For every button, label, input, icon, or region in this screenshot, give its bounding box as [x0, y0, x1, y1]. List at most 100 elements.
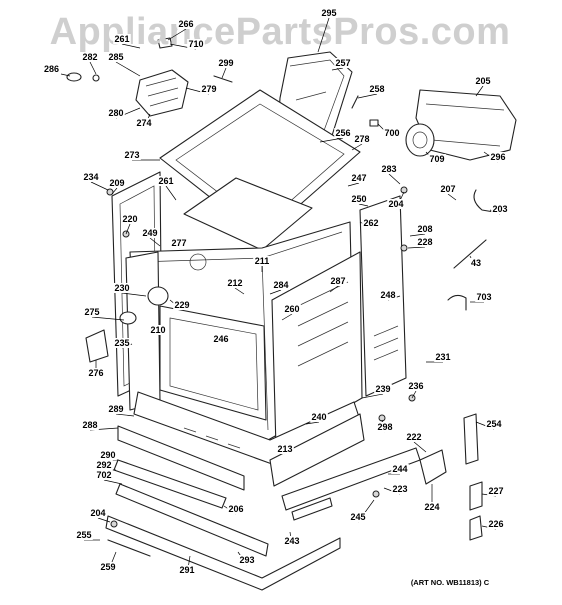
- label-background: [391, 464, 409, 474]
- label-background: [157, 176, 175, 186]
- leader-line: [111, 187, 118, 195]
- leader-line: [269, 289, 282, 295]
- part-number-label: 223: [392, 484, 407, 494]
- part-number-label: 280: [108, 108, 123, 118]
- part-number-label: 286: [44, 64, 59, 74]
- label-background: [141, 228, 159, 238]
- part-number-label: 287: [330, 276, 345, 286]
- label-background: [149, 325, 167, 335]
- label-background: [99, 562, 117, 572]
- leader-line: [221, 67, 227, 79]
- leader-line: [413, 441, 427, 453]
- part-number-label: 262: [363, 218, 378, 228]
- part-number-label: 299: [218, 58, 233, 68]
- leader-line: [90, 181, 109, 191]
- part-number-label: 206: [228, 504, 243, 514]
- label-background: [272, 280, 290, 290]
- part-number-label: 209: [109, 178, 124, 188]
- label-background: [485, 419, 503, 429]
- leader-line: [351, 143, 363, 151]
- leader-line: [357, 93, 378, 99]
- label-background: [353, 134, 371, 144]
- part-number-label: 229: [174, 300, 189, 310]
- label-background: [99, 450, 117, 460]
- part-number-label: 709: [429, 154, 444, 164]
- leader-line: [407, 246, 426, 249]
- part-number-label: 295: [321, 8, 336, 18]
- label-background: [474, 76, 492, 86]
- label-background: [187, 39, 205, 49]
- label-background: [107, 52, 125, 62]
- part-number-label: 243: [284, 536, 299, 546]
- leader-line: [305, 421, 320, 425]
- leader-line: [167, 28, 187, 41]
- part-number-label: 266: [178, 19, 193, 29]
- leader-line: [361, 393, 384, 399]
- leader-line: [347, 182, 360, 187]
- leader-line: [331, 67, 344, 71]
- part-number-label: 228: [417, 237, 432, 247]
- part-number-label: 226: [488, 519, 503, 529]
- part-number-label: 257: [335, 58, 350, 68]
- part-number-label: 283: [381, 164, 396, 174]
- label-background: [89, 508, 107, 518]
- part-number-label: 710: [188, 39, 203, 49]
- label-background: [81, 52, 99, 62]
- label-background: [42, 64, 60, 74]
- label-background: [383, 128, 401, 138]
- leader-line: [165, 185, 177, 201]
- label-background: [407, 381, 425, 391]
- leader-line: [115, 61, 141, 77]
- part-number-label: 260: [284, 304, 299, 314]
- part-number-label: 239: [375, 384, 390, 394]
- part-number-label: 224: [424, 502, 439, 512]
- label-background: [83, 307, 101, 317]
- leader-line: [125, 223, 131, 235]
- leader-line: [388, 173, 401, 185]
- label-background: [310, 412, 328, 422]
- label-background: [113, 338, 131, 348]
- part-number-label: 227: [488, 486, 503, 496]
- part-number-label: 290: [100, 450, 115, 460]
- part-number-label: 245: [350, 512, 365, 522]
- part-number-label: 220: [122, 214, 137, 224]
- label-background: [334, 58, 352, 68]
- leader-line: [97, 517, 111, 523]
- label-background: [416, 237, 434, 247]
- part-number-label: 293: [239, 555, 254, 565]
- part-number-label: 285: [108, 52, 123, 62]
- label-background: [178, 565, 196, 575]
- label-background: [423, 502, 441, 512]
- part-number-label: 222: [406, 432, 421, 442]
- label-background: [362, 218, 380, 228]
- part-number-label: 256: [335, 128, 350, 138]
- leader-line: [234, 287, 245, 295]
- part-number-label: 298: [377, 422, 392, 432]
- label-background: [226, 278, 244, 288]
- label-background: [177, 19, 195, 29]
- label-background: [253, 256, 271, 266]
- part-number-label: 247: [351, 173, 366, 183]
- part-number-label: 249: [142, 228, 157, 238]
- label-background: [350, 194, 368, 204]
- label-background: [487, 486, 505, 496]
- label-background: [200, 84, 218, 94]
- label-background: [368, 84, 386, 94]
- part-number-label: 291: [179, 565, 194, 575]
- leader-line: [475, 85, 484, 97]
- part-number-label: 246: [213, 334, 228, 344]
- label-background: [489, 152, 507, 162]
- label-background: [123, 150, 141, 160]
- leader-line: [91, 316, 125, 321]
- label-background: [283, 304, 301, 314]
- label-background: [387, 199, 405, 209]
- label-background: [349, 512, 367, 522]
- part-number-label: 259: [100, 562, 115, 572]
- label-background: [82, 172, 100, 182]
- leader-line: [358, 203, 369, 207]
- part-number-label: 276: [88, 368, 103, 378]
- label-background: [95, 470, 113, 480]
- part-number-label: 275: [84, 307, 99, 317]
- part-number-label: 204: [388, 199, 403, 209]
